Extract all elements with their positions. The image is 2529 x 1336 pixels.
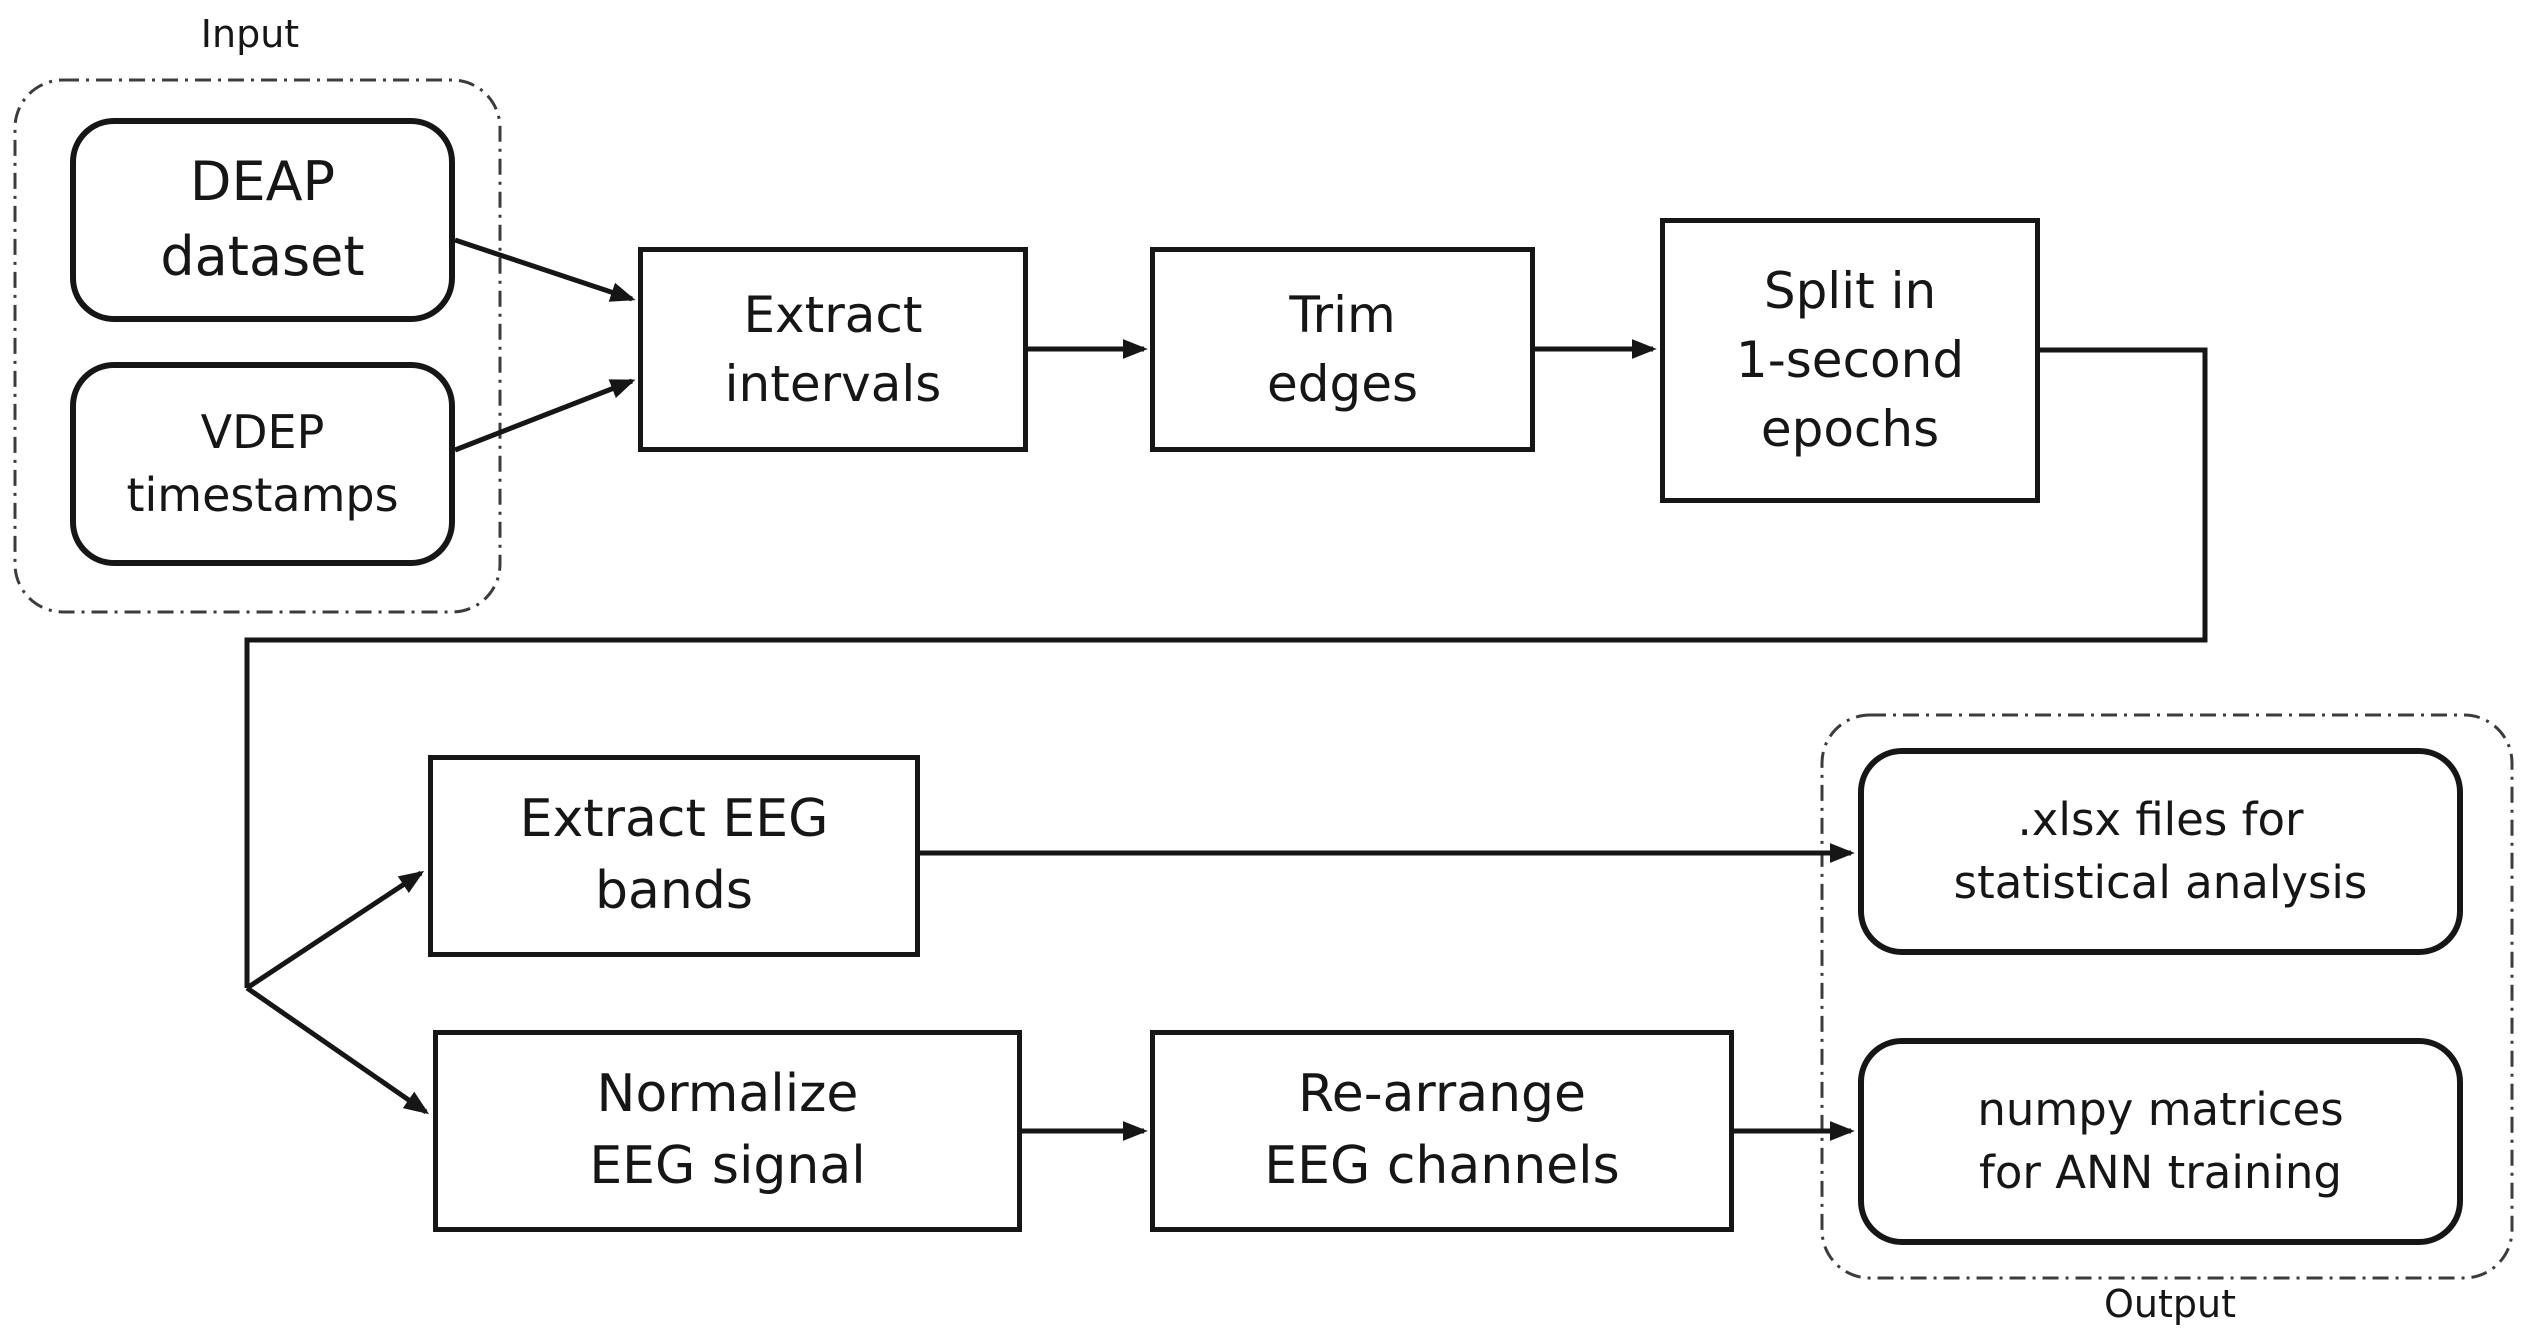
- node-trim-edges-label: Trim edges: [1266, 285, 1419, 413]
- node-trim-edges: Trim edges: [1150, 247, 1535, 452]
- node-extract-intervals-label: Extract intervals: [724, 285, 942, 413]
- node-rearrange-eeg-channels-label: Re-arrange EEG channels: [1264, 1064, 1620, 1196]
- node-normalize-eeg-signal-label: Normalize EEG signal: [589, 1064, 866, 1196]
- node-deap-dataset: DEAP dataset: [70, 118, 455, 322]
- node-rearrange-eeg-channels: Re-arrange EEG channels: [1150, 1030, 1734, 1232]
- node-normalize-eeg-signal: Normalize EEG signal: [433, 1030, 1022, 1232]
- node-xlsx-files-label: .xlsx files for statistical analysis: [1953, 793, 2368, 909]
- arrow-deap-to-extract-intervals: [454, 237, 636, 302]
- arrow-junction-to-normalize: [245, 985, 430, 1115]
- node-numpy-matrices-label: numpy matrices for ANN training: [1977, 1083, 2344, 1199]
- node-extract-eeg-bands-label: Extract EEG bands: [519, 789, 829, 921]
- node-split-epochs-label: Split in 1-second epochs: [1735, 262, 1965, 458]
- input-group-label: Input: [200, 12, 300, 56]
- arrow-vdep-to-extract-intervals: [454, 378, 636, 453]
- node-extract-intervals: Extract intervals: [638, 247, 1028, 452]
- node-vdep-timestamps-label: VDEP timestamps: [126, 404, 399, 522]
- route-split-to-branch-junction: [244, 347, 2208, 988]
- arrow-junction-to-extract-bands: [245, 870, 425, 991]
- output-group-label: Output: [2104, 1282, 2236, 1326]
- node-extract-eeg-bands: Extract EEG bands: [428, 755, 920, 957]
- node-deap-dataset-label: DEAP dataset: [160, 150, 365, 288]
- input-group-outline: [13, 78, 502, 614]
- output-group-outline: [1820, 713, 2514, 1280]
- node-split-epochs: Split in 1-second epochs: [1660, 218, 2040, 503]
- node-vdep-timestamps: VDEP timestamps: [70, 362, 455, 566]
- node-xlsx-files: .xlsx files for statistical analysis: [1858, 748, 2463, 955]
- node-numpy-matrices: numpy matrices for ANN training: [1858, 1038, 2463, 1245]
